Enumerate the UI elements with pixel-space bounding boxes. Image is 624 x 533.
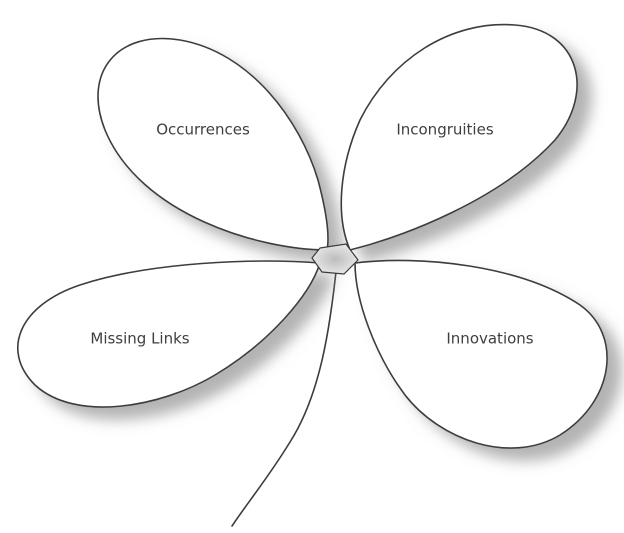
label-occurrences: Occurrences xyxy=(156,121,250,139)
petal-incongruities xyxy=(340,23,578,251)
clover-stem xyxy=(231,261,338,527)
clover-center xyxy=(311,243,359,275)
label-missing-links: Missing Links xyxy=(90,330,189,348)
petal-occurrences xyxy=(97,37,329,251)
petal-missing-links xyxy=(17,260,322,408)
petal-innovations xyxy=(354,259,608,449)
label-incongruities: Incongruities xyxy=(396,121,494,139)
label-innovations: Innovations xyxy=(446,330,533,348)
